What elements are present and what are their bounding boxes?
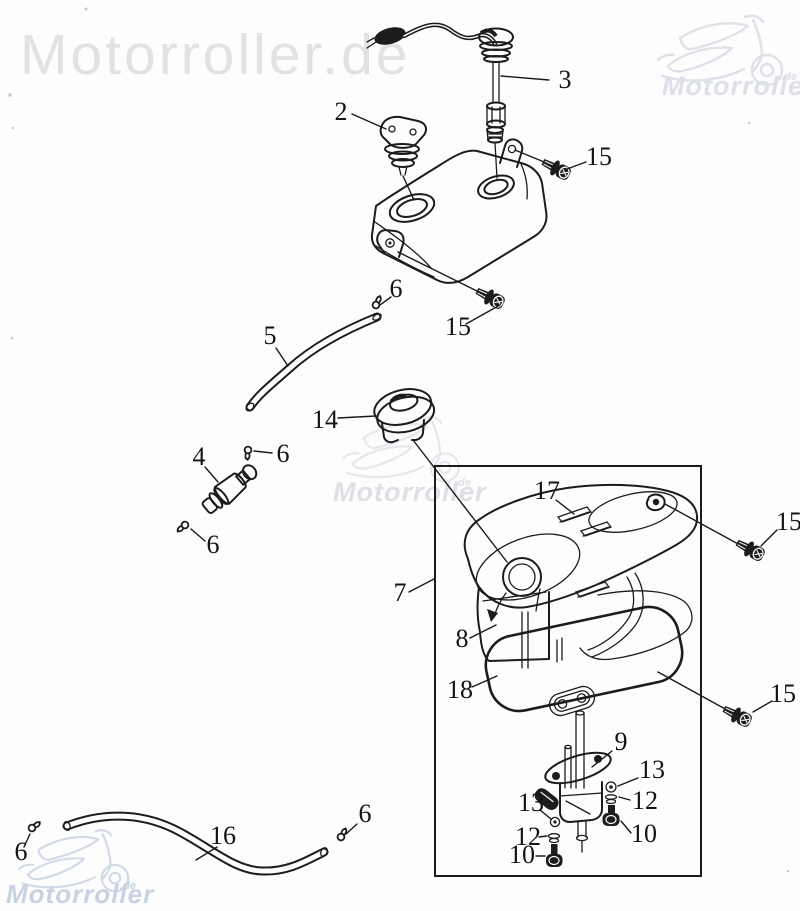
watermark-logo-text: Motorroller [6, 879, 155, 909]
oil-filter [201, 464, 258, 514]
callout-part9: 9 [615, 727, 628, 756]
callout-part15-d: 15 [770, 679, 796, 708]
callout-part16: 16 [210, 821, 236, 850]
callout-part6-d: 6 [15, 837, 28, 866]
oval-grommet [548, 685, 596, 717]
tank-mount-tab [645, 493, 666, 512]
hose-clamp-6 [334, 827, 350, 843]
callout-part13-r: 13 [639, 755, 665, 784]
fastener-column-left [546, 816, 563, 867]
tank-gasket-18 [484, 605, 684, 713]
callout-part7: 7 [394, 578, 407, 607]
tank-pads-17 [556, 506, 613, 598]
bolt-15-top-right [514, 149, 574, 184]
callout-part12-l: 12 [515, 822, 541, 851]
washer-12 [547, 833, 561, 839]
callout-numbers: 2 3 15 6 5 15 14 6 4 6 7 17 8 15 18 15 9… [15, 65, 800, 869]
oil-level-sensor [366, 22, 514, 179]
callout-part15-b: 15 [445, 312, 471, 341]
callout-part12-r: 12 [632, 786, 658, 815]
callout-part13-l: 13 [518, 788, 544, 817]
bolt-10 [602, 805, 620, 826]
callout-part2: 2 [335, 97, 348, 126]
bolt-15-tank-bottom [397, 251, 508, 313]
oil-hose [245, 312, 382, 412]
watermark-logo-tld: .de [455, 477, 471, 489]
bolt-15-box-lower [657, 671, 755, 731]
hose-clamp-6 [369, 294, 385, 311]
bolt-10 [546, 844, 563, 867]
callout-part6-b: 6 [277, 439, 290, 468]
callout-part8: 8 [456, 624, 469, 653]
callout-part10-l: 10 [509, 840, 535, 869]
callout-part6-c: 6 [207, 530, 220, 559]
bolt-15-box-upper [664, 503, 768, 565]
callout-part6-a: 6 [390, 274, 403, 303]
scan-specks [8, 7, 790, 873]
nut-13 [549, 816, 561, 828]
callout-leader-lines [23, 75, 778, 861]
hose-clamp-6 [27, 819, 41, 834]
washer-12 [604, 794, 618, 800]
callout-part4: 4 [193, 442, 206, 471]
hose-clamp-6 [176, 520, 190, 534]
tank-lower-section-8 [476, 586, 563, 669]
watermark-logo-bottom-left: Motorroller .de [6, 829, 155, 909]
watermark-logo-center: Motorroller .de [333, 415, 486, 507]
fuel-tank-cap [373, 388, 508, 563]
callout-part3: 3 [559, 65, 572, 94]
callout-part5: 5 [264, 321, 277, 350]
fuel-petcock [534, 710, 612, 853]
nut-13 [605, 781, 617, 793]
callout-part10-r: 10 [631, 819, 657, 848]
watermark-logo-tld: .de [120, 880, 136, 892]
fuel-tank [463, 483, 699, 669]
oil-tank [370, 138, 548, 284]
fuel-hose [62, 811, 329, 876]
watermark-logo-tld: .de [781, 71, 797, 83]
hose-clamp-6 [239, 444, 257, 461]
watermark-header-text: Motorroller.de [20, 23, 411, 87]
oil-filler-cap [379, 115, 427, 201]
detail-frame-box [434, 465, 702, 877]
watermark-logo-text: Motorroller [662, 71, 800, 101]
callout-part14: 14 [312, 405, 338, 434]
callout-part18: 18 [447, 675, 473, 704]
callout-part17: 17 [534, 476, 560, 505]
callout-part15-c: 15 [776, 507, 800, 536]
watermark-logo-top-right: Motorroller .de [656, 14, 800, 101]
fastener-column-right [602, 781, 620, 826]
tank-support-bracket [579, 572, 693, 661]
callout-part15-a: 15 [586, 142, 612, 171]
callout-part6-e: 6 [359, 799, 372, 828]
